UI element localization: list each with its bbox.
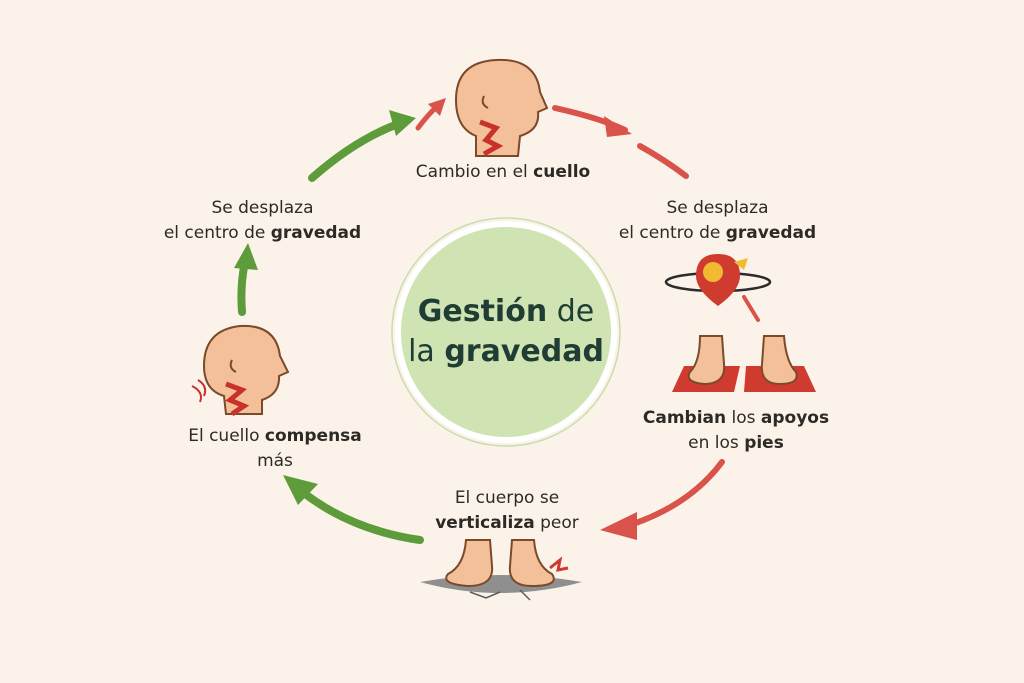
step-right-upper-line2: el centro de bbox=[618, 223, 726, 243]
step-left-lower-text: El cuello bbox=[188, 426, 265, 446]
step-left-upper-line1: Se desplaza bbox=[211, 198, 314, 218]
step-top-bold: cuello bbox=[533, 162, 591, 182]
step-label-bottom: El cuerpo se verticaliza peor bbox=[412, 486, 602, 536]
center-title-word-4: gravedad bbox=[444, 334, 604, 369]
green-arrow-bottom-left bbox=[296, 486, 424, 544]
center-title-word-2: de bbox=[547, 294, 595, 329]
green-arrow-left-up bbox=[237, 258, 249, 316]
step-bottom-line1: El cuerpo se bbox=[454, 488, 560, 508]
center-circle bbox=[395, 221, 617, 443]
step-label-top: Cambio en el cuello bbox=[398, 160, 608, 185]
gravity-target-icon bbox=[664, 254, 772, 306]
step-right-lower-text-1: los bbox=[726, 408, 761, 428]
step-label-right-lower: Cambian los apoyos en los pies bbox=[636, 406, 836, 456]
center-title-word-3: la bbox=[408, 334, 445, 369]
step-label-left-lower: El cuello compensa más bbox=[180, 424, 370, 474]
step-label-left-upper: Se desplaza el centro de gravedad bbox=[160, 196, 365, 246]
step-right-lower-bold-1: Cambian bbox=[642, 408, 727, 428]
step-bottom-text: peor bbox=[534, 513, 579, 533]
step-right-upper-bold: gravedad bbox=[725, 223, 817, 243]
step-bottom-bold: verticaliza bbox=[435, 513, 535, 533]
green-arrow-upper-left bbox=[308, 120, 402, 182]
step-right-lower-bold-2: apoyos bbox=[760, 408, 830, 428]
step-top-text: Cambio en el bbox=[415, 162, 534, 182]
head-icon-top bbox=[454, 58, 549, 157]
step-label-right-upper: Se desplaza el centro de gravedad bbox=[615, 196, 820, 246]
step-right-lower-text-2: en los bbox=[688, 433, 745, 453]
feet-cracked-ground-icon bbox=[420, 539, 582, 601]
center-title-word-1: Gestión bbox=[417, 294, 548, 329]
step-left-upper-line2: el centro de bbox=[163, 223, 271, 243]
center-title: Gestión de la gravedad bbox=[400, 292, 612, 372]
feet-on-pads-icon bbox=[672, 335, 816, 392]
step-left-lower-line2: más bbox=[257, 451, 293, 471]
head-icon-left bbox=[191, 324, 290, 417]
red-arrow-right-bottom bbox=[627, 459, 725, 528]
step-right-upper-line1: Se desplaza bbox=[666, 198, 769, 218]
step-left-lower-bold: compensa bbox=[264, 426, 362, 446]
step-right-lower-bold-3: pies bbox=[744, 433, 784, 453]
step-left-upper-bold: gravedad bbox=[270, 223, 362, 243]
